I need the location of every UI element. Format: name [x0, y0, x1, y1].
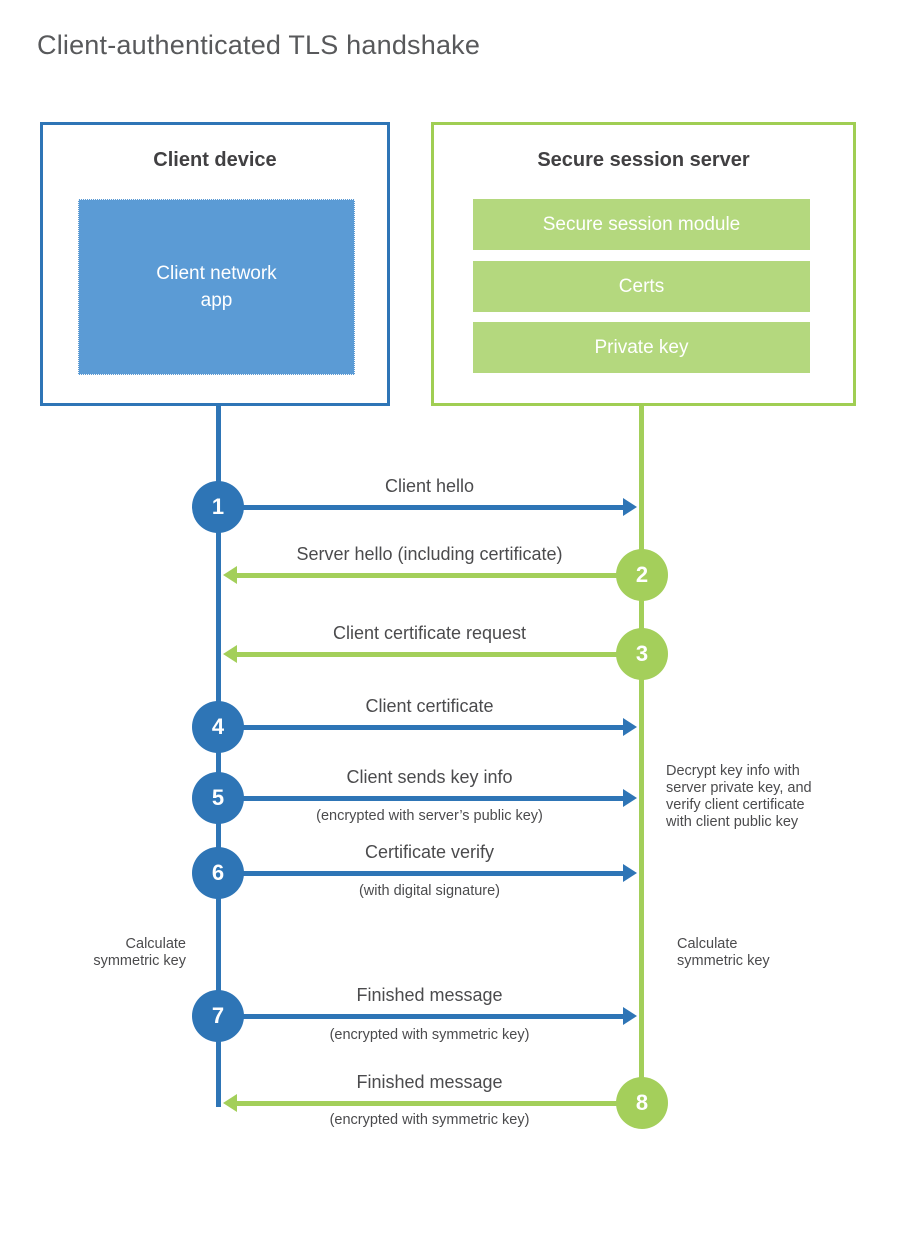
- message-label-1: Client hello: [384, 476, 475, 496]
- page-title: Client-authenticated TLS handshake: [37, 30, 481, 60]
- server-module-private-key: Private key: [473, 322, 810, 373]
- message-label-2: Server hello (including certificate): [296, 544, 563, 564]
- step-circle-3: 3: [616, 628, 668, 680]
- step-circle-2: 2: [616, 549, 668, 601]
- arrow-step-1: [218, 498, 637, 516]
- note-calculate-symmetric-key-client: Calculate symmetric key: [93, 936, 186, 969]
- server-module-certs: Certs: [473, 261, 810, 312]
- client-lifeline: [216, 406, 221, 1107]
- note-calculate-symmetric-key-server: Calculate symmetric key: [677, 936, 770, 969]
- message-label-3: Client certificate request: [332, 623, 527, 643]
- step-circle-7: 7: [192, 990, 244, 1042]
- arrow-step-4: [218, 718, 637, 736]
- message-label-7: Finished message: [356, 985, 503, 1005]
- arrow-step-8: [223, 1094, 642, 1112]
- message-label-8: Finished message: [356, 1072, 503, 1092]
- message-sublabel-5: (encrypted with server’s public key): [316, 808, 543, 824]
- server-module-secure-session: Secure session module: [473, 199, 810, 250]
- step-circle-6: 6: [192, 847, 244, 899]
- arrow-step-6: [218, 864, 637, 882]
- message-label-4: Client certificate: [365, 696, 494, 716]
- client-network-app-box: Client network app: [78, 199, 355, 375]
- message-sublabel-6: (with digital signature): [358, 883, 501, 899]
- server-lifeline: [639, 406, 644, 1103]
- message-label-6: Certificate verify: [364, 842, 495, 862]
- secure-session-server-box: Secure session server Secure session mod…: [431, 122, 856, 406]
- step-circle-5: 5: [192, 772, 244, 824]
- note-server-decrypt: Decrypt key info with server private key…: [666, 763, 812, 830]
- step-circle-4: 4: [192, 701, 244, 753]
- message-label-5: Client sends key info: [346, 767, 513, 787]
- secure-session-server-title: Secure session server: [537, 149, 750, 171]
- client-device-title: Client device: [153, 149, 277, 171]
- arrow-step-2: [223, 566, 642, 584]
- step-circle-1: 1: [192, 481, 244, 533]
- step-circle-8: 8: [616, 1077, 668, 1129]
- arrow-step-5: [218, 789, 637, 807]
- message-sublabel-8: (encrypted with symmetric key): [329, 1112, 530, 1128]
- arrow-step-7: [218, 1007, 637, 1025]
- arrow-step-3: [223, 645, 642, 663]
- message-sublabel-7: (encrypted with symmetric key): [329, 1027, 530, 1043]
- client-device-box: Client device Client network app: [40, 122, 390, 406]
